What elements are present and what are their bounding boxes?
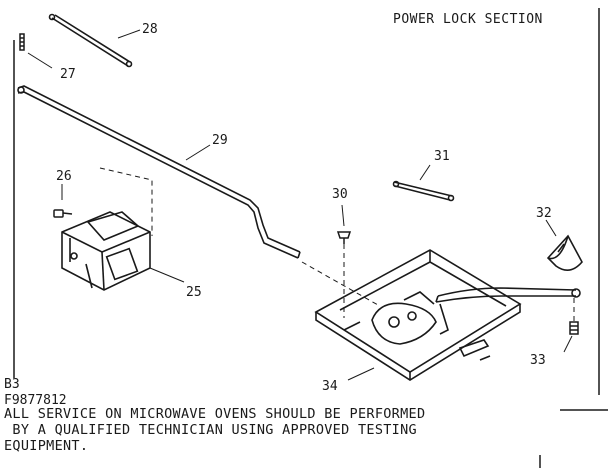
part-label-27: 27 <box>60 67 76 82</box>
leader-25 <box>149 267 185 283</box>
diagram-codes: B3 F9877812 <box>4 377 67 409</box>
leader-27 <box>27 52 53 69</box>
part-25-solenoid <box>61 211 151 291</box>
leader-30 <box>341 204 345 227</box>
part-33-screw <box>569 321 579 335</box>
page-code: B3 <box>4 377 20 392</box>
part-label-25: 25 <box>186 285 202 300</box>
service-notice: ALL SERVICE ON MICROWAVE OVENS SHOULD BE… <box>4 406 604 454</box>
leader-32 <box>545 219 557 237</box>
notice-line-2: BY A QUALIFIED TECHNICIAN USING APPROVED… <box>4 422 417 438</box>
leader-33 <box>563 335 573 353</box>
part-label-30: 30 <box>332 187 348 202</box>
part-label-33: 33 <box>530 353 546 368</box>
part-27-pin <box>19 33 25 51</box>
leader-31 <box>419 164 431 181</box>
frame <box>13 8 608 468</box>
part-34-lock-plate <box>314 249 581 381</box>
part-label-28: 28 <box>142 22 158 37</box>
leader-28 <box>117 29 141 39</box>
part-26-screw <box>53 209 73 218</box>
section-title: POWER LOCK SECTION <box>393 12 543 27</box>
part-label-29: 29 <box>212 133 228 148</box>
part-31-pin <box>392 180 455 202</box>
part-32-cap <box>546 234 583 271</box>
part-label-34: 34 <box>322 379 338 394</box>
part-label-32: 32 <box>536 206 552 221</box>
alignment-dashes <box>99 167 575 322</box>
part-list-code: F9877812 <box>4 393 67 408</box>
part-29-lock-rod <box>17 85 301 259</box>
part-label-31: 31 <box>434 149 450 164</box>
notice-line-1: ALL SERVICE ON MICROWAVE OVENS SHOULD BE… <box>4 406 426 422</box>
part-30-screw <box>336 231 352 244</box>
notice-line-3: EQUIPMENT. <box>4 438 89 454</box>
part-28-rod <box>48 13 133 68</box>
leader-29 <box>185 144 211 161</box>
leader-34 <box>347 367 375 381</box>
part-label-26: 26 <box>56 169 72 184</box>
